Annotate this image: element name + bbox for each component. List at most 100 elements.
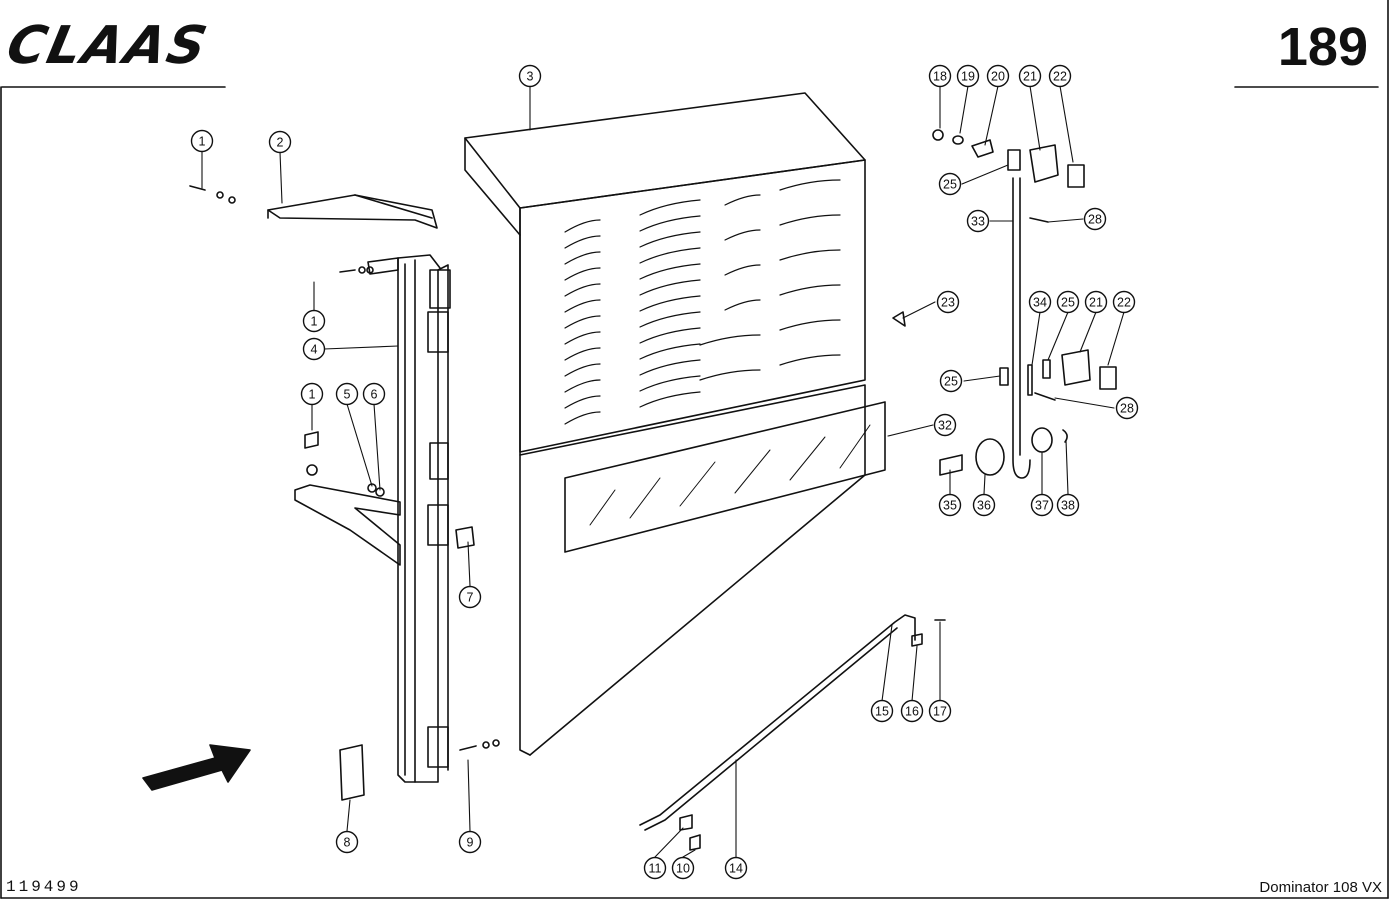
panel-louvres xyxy=(564,179,841,425)
leader-lines xyxy=(201,85,1125,858)
callout-label: 21 xyxy=(1089,296,1103,310)
callout-36: 36 xyxy=(972,493,996,517)
callout-label: 33 xyxy=(971,215,985,229)
callout-circle xyxy=(928,64,952,88)
callout-circle xyxy=(1056,493,1080,517)
callout-label: 5 xyxy=(344,388,351,402)
callout-label: 1 xyxy=(311,315,318,329)
callout-circle xyxy=(956,64,980,88)
callout-19: 19 xyxy=(956,64,980,88)
callout-circle xyxy=(518,64,542,88)
callout-label: 22 xyxy=(1053,70,1067,84)
part-main-panel xyxy=(464,92,866,756)
callout-16: 16 xyxy=(900,699,924,723)
callout-33: 33 xyxy=(966,209,990,233)
callout-circle xyxy=(986,64,1010,88)
callout-circle xyxy=(938,172,962,196)
part-lower-bracket xyxy=(294,484,401,566)
callout-label: 28 xyxy=(1120,402,1134,416)
callout-11: 11 xyxy=(643,856,667,880)
callout-22: 22 xyxy=(1112,290,1136,314)
callout-circle xyxy=(870,699,894,723)
callout-label: 38 xyxy=(1061,499,1075,513)
callout-circle xyxy=(302,309,326,333)
callout-label: 28 xyxy=(1088,213,1102,227)
callout-32: 32 xyxy=(933,413,957,437)
callout-25: 25 xyxy=(939,369,963,393)
callout-label: 6 xyxy=(371,388,378,402)
callout-circle xyxy=(1018,64,1042,88)
model-name: Dominator 108 VX xyxy=(1259,879,1382,896)
callout-circle xyxy=(302,337,326,361)
callout-7: 7 xyxy=(458,585,482,609)
part-locking-rod xyxy=(1012,177,1031,479)
callout-label: 16 xyxy=(905,705,919,719)
callout-22: 22 xyxy=(1048,64,1072,88)
part-small-hardware xyxy=(189,129,1068,801)
callout-20: 20 xyxy=(986,64,1010,88)
callout-18: 18 xyxy=(928,64,952,88)
callout-21: 21 xyxy=(1018,64,1042,88)
callout-label: 25 xyxy=(1061,296,1075,310)
callout-2: 2 xyxy=(268,130,292,154)
callout-28: 28 xyxy=(1115,396,1139,420)
callout-label: 35 xyxy=(943,499,957,513)
callout-circle xyxy=(335,830,359,854)
callout-label: 2 xyxy=(277,136,284,150)
callout-circle xyxy=(671,856,695,880)
callout-label: 9 xyxy=(467,836,474,850)
callout-label: 32 xyxy=(938,419,952,433)
callout-5: 5 xyxy=(335,382,359,406)
callout-6: 6 xyxy=(362,382,386,406)
callout-label: 1 xyxy=(199,135,206,149)
callout-circle xyxy=(643,856,667,880)
callout-label: 20 xyxy=(991,70,1005,84)
callout-circle xyxy=(458,585,482,609)
callout-circle xyxy=(1028,290,1052,314)
part-latch-plates xyxy=(1027,144,1117,396)
callout-1: 1 xyxy=(302,309,326,333)
callout-label: 34 xyxy=(1033,296,1047,310)
callout-label: 15 xyxy=(875,705,889,719)
callout-4: 4 xyxy=(302,337,326,361)
callout-circle xyxy=(966,209,990,233)
callout-25: 25 xyxy=(1056,290,1080,314)
callout-14: 14 xyxy=(724,856,748,880)
callout-circle xyxy=(1084,290,1108,314)
callout-label: 22 xyxy=(1117,296,1131,310)
callout-label: 7 xyxy=(467,591,474,605)
callout-9: 9 xyxy=(458,830,482,854)
callout-circle xyxy=(335,382,359,406)
part-upper-bracket xyxy=(267,194,438,229)
callout-28: 28 xyxy=(1083,207,1107,231)
callout-25: 25 xyxy=(938,172,962,196)
callout-circle xyxy=(938,493,962,517)
callout-circle xyxy=(1115,396,1139,420)
callout-label: 1 xyxy=(309,388,316,402)
callout-circle xyxy=(936,290,960,314)
callout-circle xyxy=(1112,290,1136,314)
callout-8: 8 xyxy=(335,830,359,854)
callout-circle xyxy=(1048,64,1072,88)
callout-label: 19 xyxy=(961,70,975,84)
callout-label: 37 xyxy=(1035,499,1049,513)
callout-label: 36 xyxy=(977,499,991,513)
callout-circle xyxy=(190,129,214,153)
callout-21: 21 xyxy=(1084,290,1108,314)
callout-label: 25 xyxy=(943,178,957,192)
callout-label: 23 xyxy=(941,296,955,310)
callout-10: 10 xyxy=(671,856,695,880)
direction-arrow-icon xyxy=(142,744,251,791)
callout-3: 3 xyxy=(518,64,542,88)
callout-label: 11 xyxy=(649,862,662,876)
callout-15: 15 xyxy=(870,699,894,723)
callout-circle xyxy=(1056,290,1080,314)
callout-circle xyxy=(1030,493,1054,517)
callout-label: 8 xyxy=(344,836,351,850)
callout-label: 10 xyxy=(676,862,690,876)
callout-1: 1 xyxy=(190,129,214,153)
callout-circle xyxy=(939,369,963,393)
